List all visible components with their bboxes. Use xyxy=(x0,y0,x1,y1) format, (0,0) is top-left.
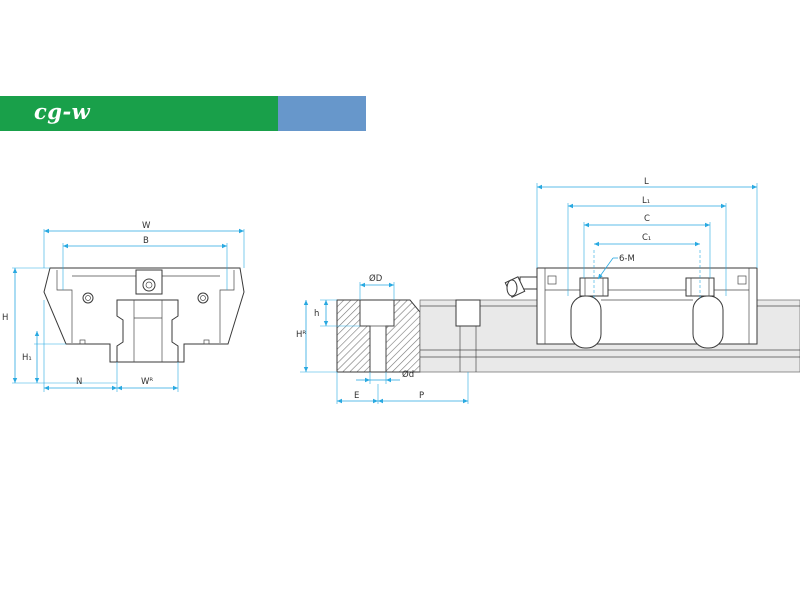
bolt-hole-right xyxy=(197,292,209,304)
banner-blue-bar xyxy=(278,96,366,131)
front-view: W B H H₁ N Wᴿ xyxy=(2,221,245,392)
label-HR: Hᴿ xyxy=(296,330,306,340)
label-WR: Wᴿ xyxy=(141,377,153,387)
label-C: C xyxy=(644,214,650,224)
label-C1: C₁ xyxy=(642,233,651,243)
model-title: cg-w xyxy=(34,99,91,124)
rail-profile xyxy=(116,299,179,363)
label-B: B xyxy=(143,236,149,246)
label-L: L xyxy=(644,177,649,187)
carriage-side xyxy=(536,267,758,345)
label-H: H xyxy=(2,313,8,323)
label-N: N xyxy=(76,377,82,387)
label-E: E xyxy=(354,391,359,401)
label-H1: H₁ xyxy=(22,353,32,363)
label-D: ØD xyxy=(369,273,383,284)
grease-nipple-side xyxy=(504,276,538,298)
rail-section-hatch xyxy=(336,299,421,373)
side-view: L L₁ C C₁ 6-M xyxy=(504,177,758,349)
banner-green-bar: cg-w xyxy=(0,96,278,131)
label-d: Ød xyxy=(402,369,414,380)
label-P: P xyxy=(419,391,424,401)
bolt-hole-left xyxy=(82,292,94,304)
label-L1: L₁ xyxy=(642,196,650,206)
leader-6M xyxy=(597,257,614,280)
label-M: 6-M xyxy=(619,254,635,264)
label-h: h xyxy=(314,309,319,319)
label-W: W xyxy=(142,221,151,231)
title-banner: cg-w xyxy=(0,96,366,131)
